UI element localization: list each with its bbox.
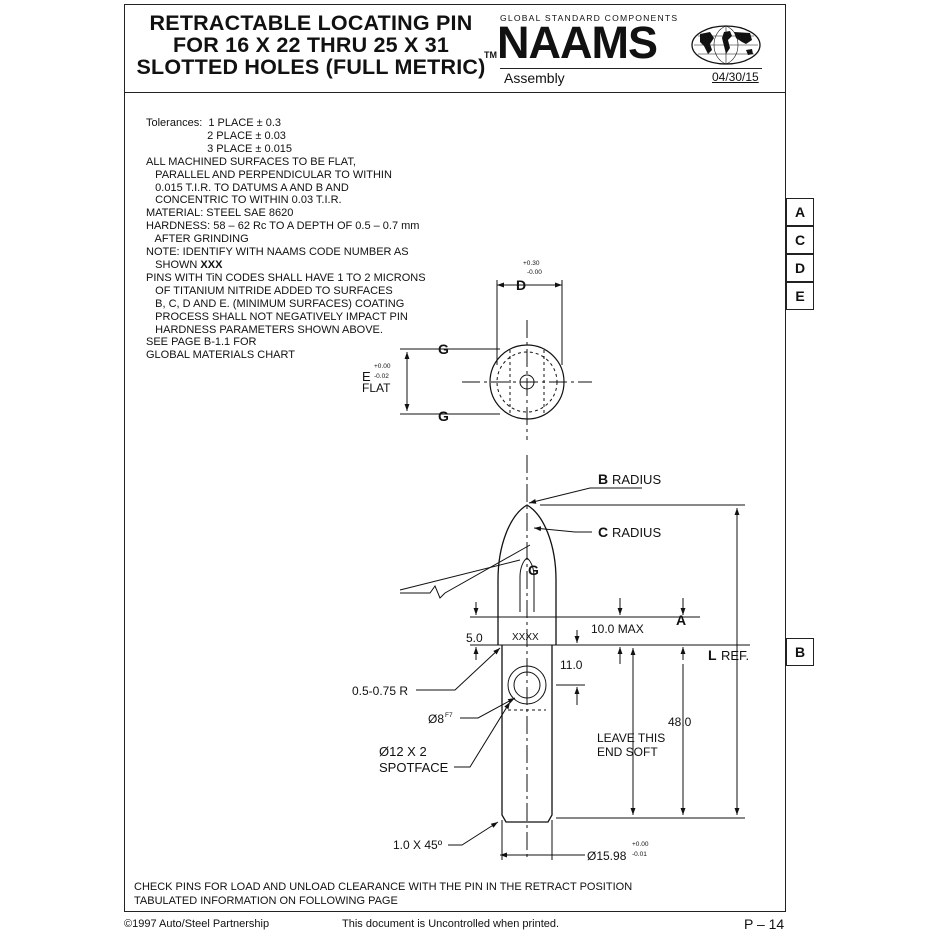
e-label: E (362, 369, 371, 384)
org-tagline: GLOBAL STANDARD COMPONENTS (500, 13, 679, 23)
note-line: TABULATED INFORMATION ON FOLLOWING PAGE (134, 894, 398, 907)
header-divider (124, 92, 786, 93)
trademark-mark: TM (484, 50, 497, 60)
e-tol-plus: +0.00 (374, 363, 391, 370)
note-line: AFTER GRINDING (146, 233, 249, 246)
note-line: GLOBAL MATERIALS CHART (146, 349, 295, 362)
tab-e[interactable]: E (786, 282, 814, 310)
d-label: D (516, 277, 526, 293)
note-line: PARALLEL AND PERPENDICULAR TO WITHIN (146, 168, 392, 181)
note-line: PROCESS SHALL NOT NEGATIVELY IMPACT PIN (146, 310, 408, 323)
note-line: OF TITANIUM NITRIDE ADDED TO SURFACES (146, 284, 393, 297)
pin-nose-outline (497, 504, 557, 617)
revision-date: 04/30/15 (712, 70, 759, 84)
note-line: B, C, D AND E. (MINIMUM SURFACES) COATIN… (146, 297, 405, 310)
top-view-hidden-circle (496, 351, 558, 413)
title-line: RETRACTABLE LOCATING PIN (149, 11, 473, 35)
b-radius-letter: B (598, 471, 608, 487)
dia8-leader (460, 697, 516, 719)
section-label: Assembly (504, 70, 565, 86)
drawing-title: RETRACTABLE LOCATING PIN FOR 16 X 22 THR… (126, 12, 496, 78)
top-view-center-hole (519, 374, 535, 390)
tab-b[interactable]: B (786, 638, 814, 666)
leave-soft-line2: END SOFT (597, 745, 658, 759)
note-line: HARDNESS: 58 – 62 Rc TO A DEPTH OF 0.5 –… (146, 220, 420, 233)
dia-tol-plus: +0.00 (632, 841, 649, 848)
b-radius-word: RADIUS (612, 472, 661, 487)
b-radius-leader (528, 487, 642, 504)
c-radius-letter: C (598, 524, 608, 540)
l-label: L (708, 647, 717, 663)
uncontrolled-notice: This document is Uncontrolled when print… (342, 918, 560, 930)
leave-soft-line1: LEAVE THIS (597, 731, 665, 745)
chamfer-label: 1.0 X 45º (393, 838, 443, 852)
tab-a[interactable]: A (786, 198, 814, 226)
note-line: ALL MACHINED SURFACES TO BE FLAT, (146, 155, 356, 168)
note-line: HARDNESS PARAMETERS SHOWN ABOVE. (146, 323, 383, 336)
tab-c[interactable]: C (786, 226, 814, 254)
g-label: G (438, 341, 449, 357)
flat-label: FLAT (362, 381, 391, 395)
dim-5: 5.0 (466, 631, 483, 645)
title-line: FOR 16 X 22 THRU 25 X 31 (172, 33, 450, 57)
note-line: CHECK PINS FOR LOAD AND UNLOAD CLEARANCE… (134, 881, 633, 893)
c-radius-leader (533, 526, 592, 533)
specification-notes: Tolerances: 1 PLACE ± 0.3 2 PLACE ± 0.03… (146, 117, 426, 362)
globe-icon (691, 25, 761, 65)
naams-logo-text: NAAMS (497, 17, 658, 68)
spotface-circle (507, 665, 547, 705)
radius-leader (416, 647, 501, 691)
g-label: G (528, 562, 539, 578)
note-line: 0.015 T.I.R. TO DATUMS A AND B AND (146, 181, 349, 194)
f7-label: F7 (445, 712, 453, 719)
dim-48: 48.0 (668, 715, 692, 729)
top-view-outer-circle (489, 344, 565, 420)
chamfer-leader (448, 821, 499, 846)
c-radius-word: RADIUS (612, 525, 661, 540)
footer-divider (124, 911, 786, 912)
dim-10-max: 10.0 MAX (591, 622, 644, 636)
a-label: A (676, 612, 686, 628)
g-label: G (438, 408, 449, 424)
note-line: PINS WITH TiN CODES SHALL HAVE 1 TO 2 MI… (146, 271, 426, 284)
dia12-label: Ø12 X 2 (379, 744, 427, 759)
header-rule (500, 68, 762, 69)
e-tol-minus: -0.02 (374, 373, 389, 380)
dia1598-label: Ø15.98 (587, 849, 627, 863)
dia8-label: Ø8 (428, 712, 444, 726)
note-line: CONCENTRIC TO WITHIN 0.03 T.I.R. (146, 194, 342, 207)
spotface-leader (454, 701, 511, 768)
note-line: SHOWN XXX (146, 259, 426, 272)
code-placeholder: XXX (200, 258, 223, 271)
note-text: SHOWN (146, 258, 201, 271)
page-number: P – 14 (744, 916, 785, 932)
note-line: MATERIAL: STEEL SAE 8620 (146, 207, 294, 220)
dim-11: 11.0 (560, 658, 583, 672)
dim-radius: 0.5-0.75 R (352, 684, 408, 698)
title-line: SLOTTED HOLES (FULL METRIC) (136, 55, 486, 79)
d-tol-plus: +0.30 (523, 260, 540, 267)
pin-slot-outline (519, 557, 535, 612)
dia8-hole-circle (513, 671, 541, 699)
note-line: Tolerances: 1 PLACE ± 0.3 (146, 117, 282, 129)
break-leader (400, 544, 531, 599)
ref-word: REF. (721, 648, 749, 663)
dia-tol-minus: -0.01 (632, 851, 647, 858)
copyright: ©1997 Auto/Steel Partnership (124, 918, 270, 930)
tab-d[interactable]: D (786, 254, 814, 282)
note-line: SEE PAGE B-1.1 FOR (146, 336, 257, 349)
spotface-label: SPOTFACE (379, 760, 449, 775)
note-line: NOTE: IDENTIFY WITH NAAMS CODE NUMBER AS (146, 246, 409, 259)
note-line: 3 PLACE ± 0.015 (146, 142, 293, 155)
d-tol-minus: -0.00 (527, 269, 542, 276)
bottom-notes: CHECK PINS FOR LOAD AND UNLOAD CLEARANCE… (134, 881, 632, 908)
part-code-xxxx: XXXX (512, 632, 539, 643)
break-leader-line (399, 559, 521, 591)
pin-body-outline (501, 645, 553, 823)
note-line: 2 PLACE ± 0.03 (146, 129, 286, 142)
